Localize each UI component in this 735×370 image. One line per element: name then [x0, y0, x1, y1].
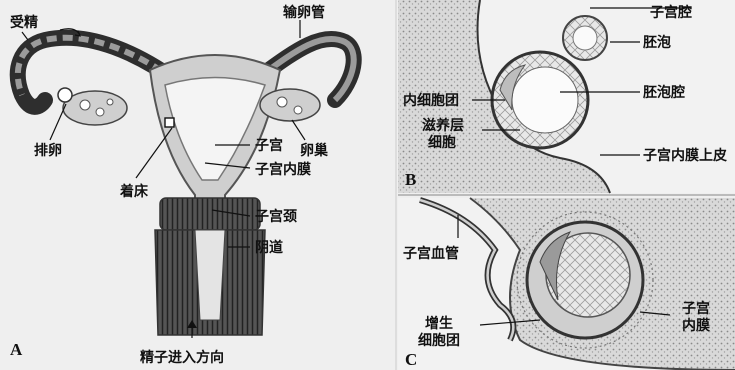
label-embryo-vesicle: 胚泡: [643, 34, 671, 51]
label-ovulation: 排卵: [34, 142, 62, 159]
panel-b: 子宫腔 胚泡 内细胞团 胚泡腔 滋养层 细胞 子宫内膜上皮 B: [398, 0, 735, 193]
label-ovary: 卵巢: [300, 142, 329, 159]
label-vagina: 阴道: [255, 239, 283, 256]
cervix-shape: [160, 198, 260, 230]
label-implantation: 着床: [119, 183, 149, 200]
ovulated-egg: [58, 88, 72, 102]
label-trophoblast-line2: 细胞: [428, 134, 456, 151]
label-uterus: 子宫: [255, 137, 283, 154]
label-endometrial-epithelium: 子宫内膜上皮: [643, 147, 727, 164]
label-endometrium: 子宫内膜: [255, 161, 311, 178]
label-trophoblast-line1: 滋养层: [422, 117, 464, 134]
label-sperm-entry: 精子进入方向: [140, 349, 224, 366]
label-endometrium-c-line1: 子宫: [682, 300, 710, 317]
label-fallopian-tube: 输卵管: [283, 4, 325, 21]
implantation-marker: [165, 118, 174, 127]
label-uterine-cavity: 子宫腔: [650, 4, 692, 21]
panel-c-letter: C: [405, 350, 417, 369]
label-uterine-vessel: 子宫血管: [403, 245, 459, 262]
label-cervix: 子宫颈: [255, 208, 297, 225]
panel-c: 子宫血管 增生 细胞团 子宫 内膜 C: [398, 198, 735, 370]
right-ovary: [260, 89, 320, 121]
label-inner-cell-mass: 内细胞团: [403, 92, 459, 109]
panel-a: 受精 输卵管 排卵 着床 子宫 子宫内膜 卵巢 子宫颈 阴道 精子进入方向 A: [10, 4, 354, 366]
label-proliferating-line2: 细胞团: [418, 332, 460, 349]
panel-a-letter: A: [10, 340, 23, 359]
label-fertilization: 受精: [10, 14, 38, 31]
label-endometrium-c-line2: 内膜: [682, 317, 710, 334]
panel-b-letter: B: [405, 170, 416, 189]
label-proliferating-line1: 增生: [425, 315, 453, 332]
label-blastocoel: 胚泡腔: [643, 84, 685, 101]
